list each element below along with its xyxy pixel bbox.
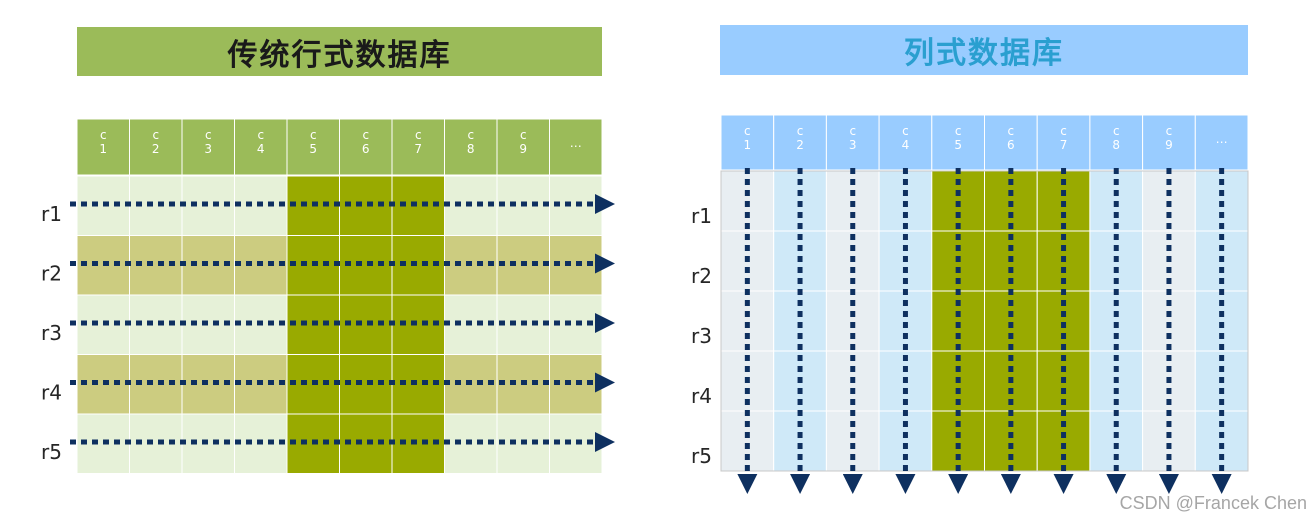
column-db-header-cell <box>773 114 827 171</box>
row-db-header-cell <box>129 118 183 176</box>
row-db-header-cell <box>286 118 340 176</box>
column-db-cell <box>1194 410 1249 472</box>
column-db-title: 列式数据库 <box>720 25 1248 75</box>
column-db-cell <box>1036 410 1091 472</box>
row-db-header-cell <box>339 118 393 176</box>
row-db-column-header: … <box>570 136 582 150</box>
column-db-cell <box>1142 410 1196 472</box>
row-db-header-cell <box>391 118 445 176</box>
row-db-row-label: r3 <box>41 321 62 345</box>
column-db-cell <box>720 410 775 472</box>
column-db-header-cell <box>720 114 775 171</box>
column-db-header-cell <box>878 114 933 171</box>
column-db-row-label: r4 <box>691 384 712 408</box>
column-db-header-cell <box>1036 114 1091 171</box>
column-db-cell <box>1089 410 1144 472</box>
row-db-row-label: r5 <box>41 440 62 464</box>
column-db-row-label: r3 <box>691 324 712 348</box>
column-db-header-cell <box>931 114 985 171</box>
row-db-title: 传统行式数据库 <box>77 27 602 76</box>
row-db-header-cell <box>181 118 235 176</box>
row-db-row-label: r2 <box>41 262 62 286</box>
row-db-row-label: r1 <box>41 202 62 226</box>
row-db-header-cell <box>549 118 603 176</box>
watermark: CSDN @Francek Chen <box>1119 493 1307 513</box>
column-db-header-cell <box>1142 114 1196 171</box>
row-db-header-cell <box>234 118 288 176</box>
column-db-cell <box>825 410 880 472</box>
column-db-cell <box>773 410 827 472</box>
row-db-row-label: r4 <box>41 381 62 405</box>
column-db-cell <box>878 410 933 472</box>
column-db-row-label: r5 <box>691 444 712 468</box>
column-db-body-outline <box>720 170 1249 472</box>
row-db-header-cell <box>76 118 130 176</box>
column-db-row-label: r2 <box>691 264 712 288</box>
column-db-header-cell <box>1194 114 1249 171</box>
column-db-cell <box>984 410 1038 472</box>
column-db-header-cell <box>984 114 1038 171</box>
column-db-cell <box>931 410 985 472</box>
column-db-row-label: r1 <box>691 204 712 228</box>
row-db-header-cell <box>496 118 550 176</box>
column-db-column-header: … <box>1216 132 1228 146</box>
